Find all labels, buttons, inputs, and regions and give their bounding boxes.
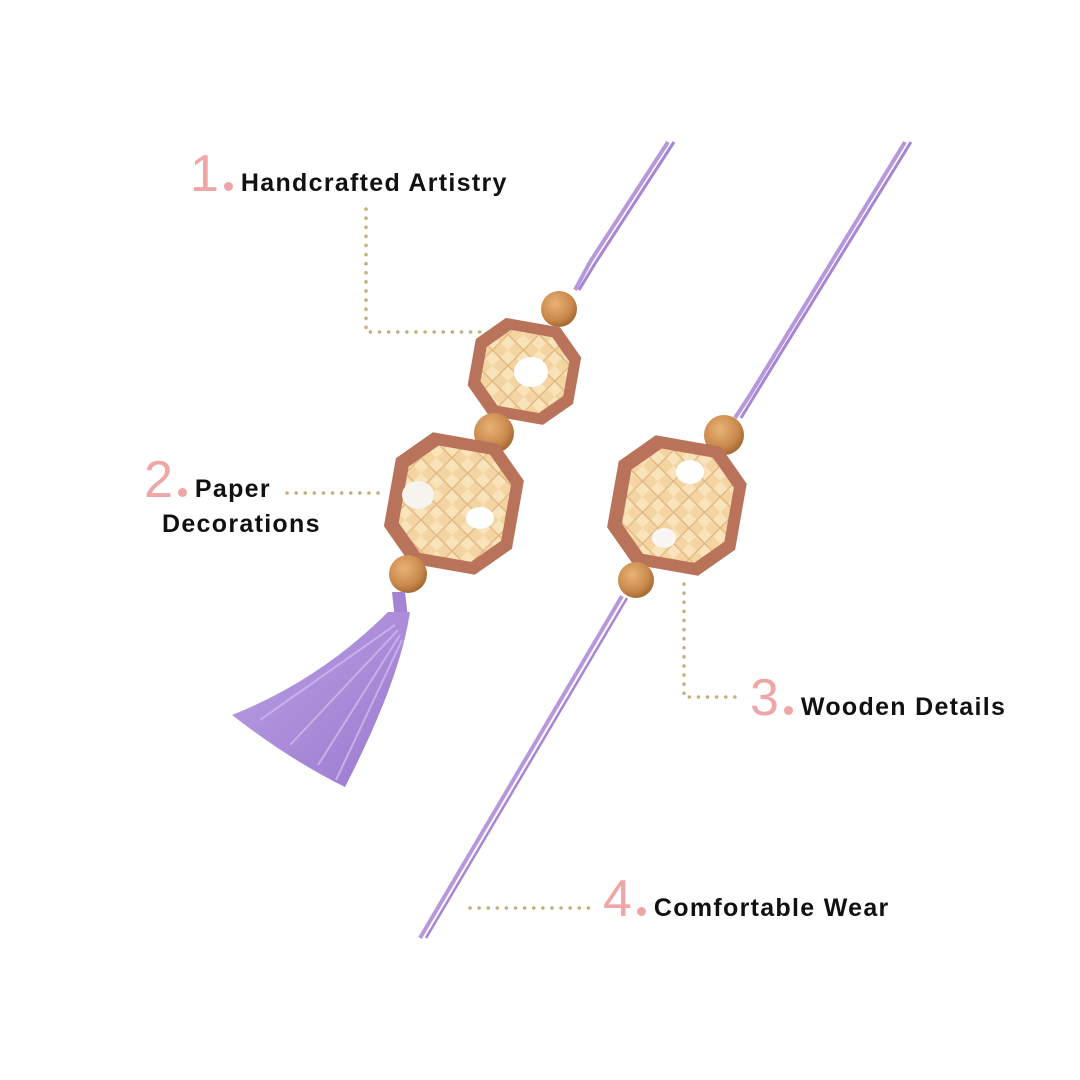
left-top-thread — [573, 140, 670, 291]
leader-lines — [285, 207, 742, 910]
feature-4-dot — [636, 907, 646, 916]
left-top-bead — [541, 291, 577, 327]
feature-2: 2 Paper — [144, 450, 271, 510]
feature-3: 3 Wooden Details — [750, 668, 1006, 728]
feature-1: 1 Handcrafted Artistry — [190, 144, 508, 204]
feature-3-number: 3 — [750, 669, 780, 727]
right-bottom-bead — [618, 562, 654, 598]
leader-line-1 — [364, 207, 482, 334]
feature-4: 4 Comfortable Wear — [603, 869, 890, 929]
feature-4-number: 4 — [603, 870, 633, 928]
feature-1-label: Handcrafted Artistry — [240, 169, 508, 197]
feature-2-dot — [177, 488, 187, 497]
feature-3-dot — [783, 706, 793, 715]
feature-2-number: 2 — [144, 451, 174, 509]
left-tassel — [232, 592, 410, 787]
left-rakhi — [232, 140, 676, 787]
feature-3-label: Wooden Details — [800, 693, 1007, 721]
feature-2-label-line1: Paper — [194, 475, 271, 503]
right-top-bead — [704, 415, 744, 455]
leader-line-3 — [682, 582, 742, 699]
feature-1-dot — [223, 182, 233, 191]
right-top-thread — [733, 140, 907, 420]
left-large-octagon — [383, 432, 524, 575]
feature-2-label-line2: Decorations — [162, 510, 321, 538]
right-rakhi — [418, 140, 913, 940]
feature-1-number: 1 — [190, 145, 220, 203]
left-bottom-bead — [389, 555, 427, 593]
left-small-octagon — [467, 317, 582, 425]
right-octagon — [607, 435, 747, 576]
right-bottom-thread — [418, 594, 624, 940]
feature-4-label: Comfortable Wear — [653, 894, 890, 922]
